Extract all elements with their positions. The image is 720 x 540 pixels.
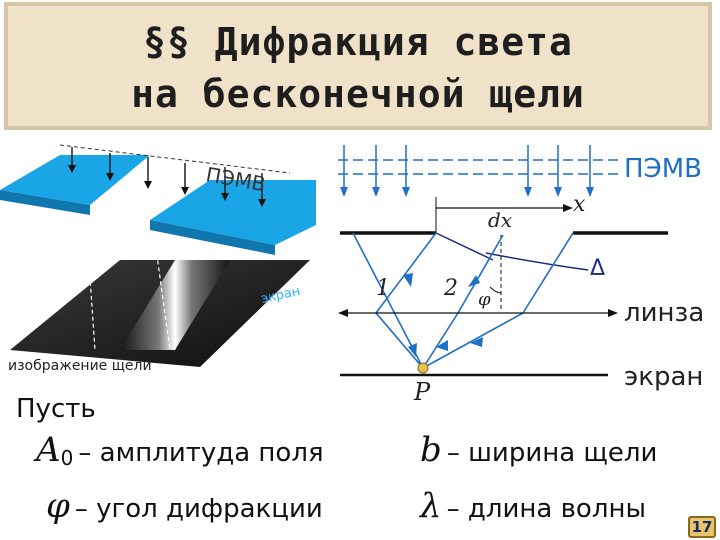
ray-2-label: 2 [443, 276, 458, 301]
amplitude-subscript: 0 [60, 446, 74, 471]
phi-angle-label: φ [478, 289, 491, 310]
definition-wavelength: λ – длина волны [420, 486, 646, 526]
screen-label: экран [624, 362, 703, 392]
point-p [417, 362, 429, 374]
definition-amplitude: A0 – амплитуда поля [36, 430, 324, 470]
ray-1-label: 1 [376, 276, 390, 301]
definition-width: b – ширина щели [420, 430, 657, 470]
title-line-1: §§ Дифракция света [143, 20, 573, 64]
amplitude-symbol: A [36, 430, 61, 470]
x-axis-label: x [573, 192, 586, 217]
angle-text: – угол дифракции [74, 494, 323, 524]
intro-text: Пусть [16, 394, 96, 424]
title-box: §§ Дифракция света на бесконечной щели [4, 2, 712, 130]
page-number-badge: 17 [688, 516, 716, 538]
left-plate [0, 155, 150, 205]
definition-angle: φ – угол дифракции [46, 486, 323, 526]
point-p-label: P [413, 378, 431, 405]
wavelength-text: – длина волны [446, 494, 646, 524]
slit-image [120, 260, 230, 350]
angle-symbol: φ [46, 486, 70, 526]
width-symbol: b [420, 430, 442, 470]
right-wave-label: ПЭМВ [624, 154, 702, 184]
width-text: – ширина щели [446, 438, 658, 468]
delta-label: Δ [590, 256, 605, 281]
title-line-2: на бесконечной щели [131, 72, 585, 116]
amplitude-text: – амплитуда поля [78, 438, 324, 468]
right-plate [150, 180, 316, 245]
slit-3d-illustration: ПЭМВ экран изображение щели [0, 144, 316, 374]
slit-diagram: ПЭМВ x dx Δ 1 2 φ линза экран P [338, 145, 704, 405]
lens-label: линза [624, 298, 704, 328]
slit-image-label: изображение щели [8, 358, 152, 374]
wavelength-symbol: λ [420, 486, 442, 526]
dx-label: dx [488, 208, 512, 232]
